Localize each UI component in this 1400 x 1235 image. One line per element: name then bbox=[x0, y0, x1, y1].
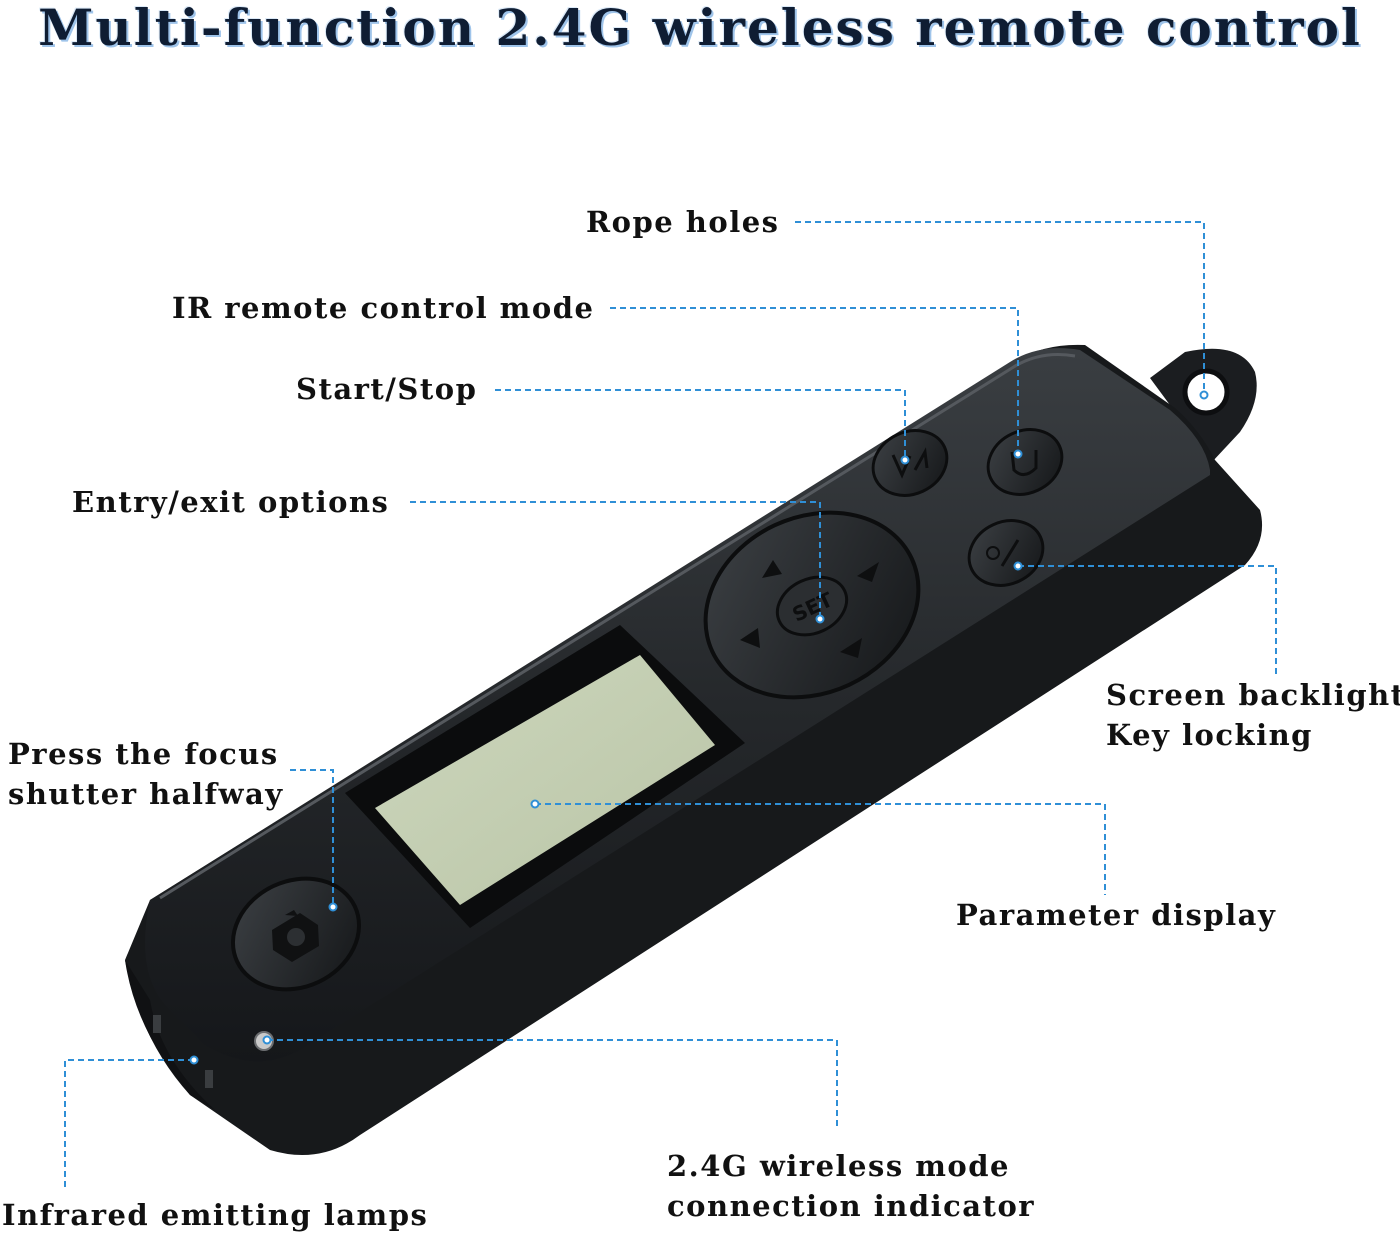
dot-rope-holes bbox=[1199, 390, 1209, 400]
page-title: Multi-function 2.4G wireless remote cont… bbox=[38, 0, 1362, 57]
remote-control-device: SET bbox=[125, 344, 1263, 1155]
dot-infrared bbox=[189, 1055, 199, 1065]
dot-focus bbox=[328, 902, 338, 912]
label-ir-mode: IR remote control mode bbox=[172, 291, 595, 325]
dot-backlight bbox=[1013, 561, 1023, 571]
leader-infrared bbox=[64, 1059, 194, 1190]
ir-slot bbox=[153, 1015, 161, 1033]
leader-backlight bbox=[1018, 565, 1277, 675]
leader-start-stop bbox=[495, 389, 906, 460]
label-infrared-lamps: Infrared emitting lamps bbox=[2, 1198, 429, 1232]
camera-icon bbox=[272, 910, 319, 962]
ir-port-side bbox=[125, 960, 215, 1110]
lcd-screen bbox=[375, 655, 715, 905]
ir-mode-icon bbox=[1010, 450, 1038, 476]
dot-entry-exit bbox=[815, 614, 825, 624]
label-indicator-line1: 2.4G wireless mode bbox=[667, 1149, 1010, 1183]
label-rope-holes: Rope holes bbox=[586, 205, 780, 239]
leader-indicator bbox=[267, 1039, 838, 1130]
label-parameter-display: Parameter display bbox=[956, 898, 1277, 932]
lock-slash-icon bbox=[1000, 539, 1020, 567]
dpad-arrow-up-icon bbox=[762, 560, 782, 578]
leader-ir-mode bbox=[610, 307, 1019, 454]
leader-lines bbox=[64, 221, 1277, 1190]
dot-start-stop bbox=[900, 455, 910, 465]
backlight-lock-button[interactable] bbox=[958, 509, 1053, 597]
label-indicator-line2: connection indicator bbox=[667, 1189, 1036, 1223]
dpad-arrow-down-icon bbox=[840, 638, 862, 658]
backlight-icon bbox=[986, 546, 1000, 560]
start-stop-button[interactable] bbox=[862, 419, 957, 507]
leader-endpoints bbox=[189, 390, 1209, 1065]
ir-mode-button[interactable] bbox=[977, 418, 1072, 506]
set-button[interactable] bbox=[768, 566, 856, 645]
ir-slot-2 bbox=[205, 1070, 213, 1088]
label-start-stop: Start/Stop bbox=[296, 372, 478, 406]
device-bevel bbox=[159, 353, 1076, 900]
label-backlight-line1: Screen backlight bbox=[1106, 678, 1400, 712]
dot-parameter-display bbox=[530, 799, 540, 809]
leader-rope-holes bbox=[795, 221, 1205, 395]
dot-indicator bbox=[262, 1035, 272, 1045]
dpad-arrow-left-icon bbox=[740, 628, 760, 648]
leader-entry-exit bbox=[410, 501, 821, 619]
leader-parameter-display bbox=[535, 803, 1106, 895]
label-entry-exit: Entry/exit options bbox=[72, 485, 390, 519]
leader-focus bbox=[290, 769, 334, 907]
label-focus-line2: shutter halfway bbox=[8, 777, 284, 811]
label-backlight-line2: Key locking bbox=[1106, 718, 1313, 752]
label-focus-line1: Press the focus bbox=[8, 737, 279, 771]
dpad-arrow-right-icon bbox=[857, 562, 879, 582]
dot-ir-mode bbox=[1013, 449, 1023, 459]
